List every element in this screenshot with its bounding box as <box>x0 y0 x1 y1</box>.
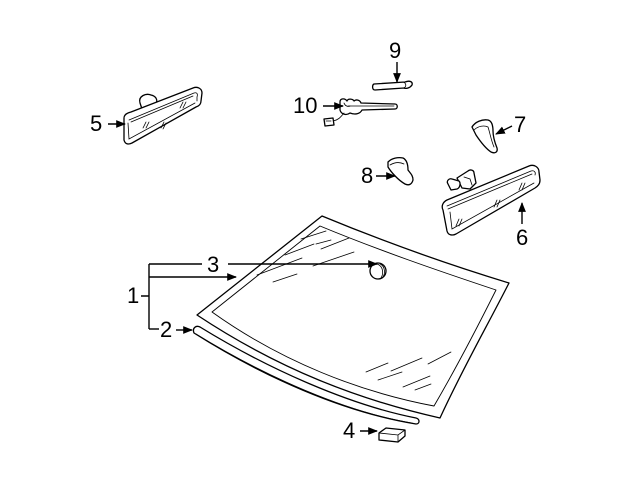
windshield-assembly[interactable] <box>196 215 510 419</box>
callout-4: 4 <box>343 418 356 443</box>
callout-9: 9 <box>389 38 402 63</box>
rear-view-mirror-left[interactable] <box>123 86 203 145</box>
leader-lines <box>108 62 526 435</box>
callout-2: 2 <box>160 317 173 342</box>
callout-5: 5 <box>90 111 103 136</box>
callout-3: 3 <box>207 252 220 277</box>
callout-8: 8 <box>361 163 374 188</box>
callout-1: 1 <box>127 283 140 308</box>
mirror-cover-lower[interactable] <box>387 156 414 186</box>
mirror-mount-button[interactable] <box>369 262 387 280</box>
spacer-block[interactable] <box>378 427 406 443</box>
rear-view-mirror-right[interactable] <box>441 164 541 236</box>
mirror-cover-upper[interactable] <box>471 119 498 154</box>
callout-7: 7 <box>514 112 527 137</box>
callout-6: 6 <box>516 225 529 250</box>
trim-strip[interactable] <box>371 80 413 91</box>
callout-10: 10 <box>293 93 318 118</box>
lower-molding[interactable] <box>192 325 420 425</box>
wiring-harness[interactable] <box>323 98 398 127</box>
